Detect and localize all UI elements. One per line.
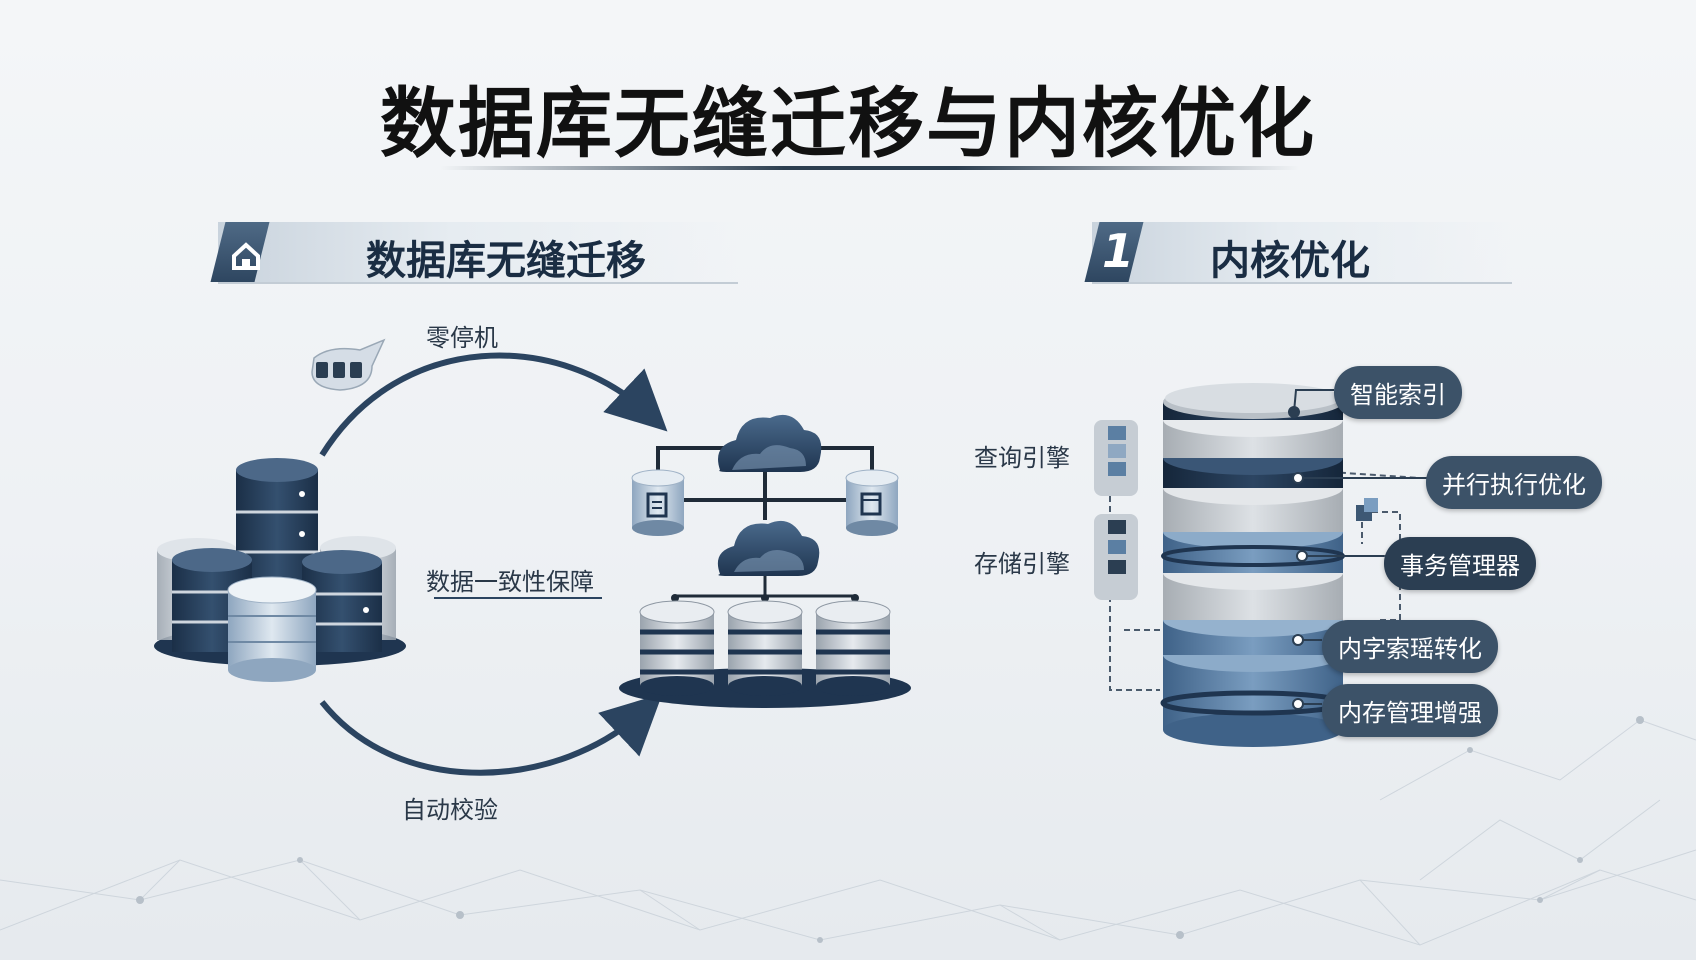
server-node-right [845, 469, 899, 536]
chat-bubble-icon [311, 338, 386, 391]
callout-memory-conversion: 内字索瑶转化 [1322, 620, 1498, 673]
cloud-icon [717, 520, 820, 576]
storage-engine-block [1094, 514, 1138, 600]
kernel-section-banner: 1 内核优化 [1084, 222, 1512, 284]
callout-transaction-manager: 事务管理器 [1384, 537, 1536, 590]
kernel-section-title: 内核优化 [1210, 238, 1370, 284]
kernel-stack [1160, 383, 1346, 747]
auto-verify-label: 自动校验 [402, 796, 498, 824]
callout-smart-index: 智能索引 [1334, 366, 1462, 419]
cloud-network [631, 414, 899, 536]
home-icon [232, 242, 260, 270]
bottom-arc-arrow [319, 693, 663, 776]
callout-memory-management: 内存管理增强 [1322, 684, 1498, 737]
migration-section-banner: 数据库无缝迁移 [210, 222, 738, 284]
storage-engine-label: 存储引擎 [974, 550, 1070, 578]
server-node-left [631, 469, 685, 536]
db-cylinder [815, 600, 891, 696]
target-database-cluster [619, 520, 911, 708]
cube-icon [1356, 498, 1378, 521]
callout-parallel-execution: 并行执行优化 [1426, 456, 1602, 509]
top-arc-arrow [319, 352, 668, 457]
migration-section-title: 数据库无缝迁移 [366, 238, 646, 284]
db-cylinder [727, 600, 803, 696]
db-cylinder [639, 600, 715, 696]
cloud-icon [718, 414, 822, 472]
title-underline [440, 166, 1300, 170]
zero-downtime-label: 零停机 [426, 324, 498, 352]
query-engine-label: 查询引擎 [974, 444, 1070, 472]
page-title: 数据库无缝迁移与内核优化 [380, 79, 1316, 168]
source-database-cluster [154, 458, 406, 682]
section-number: 1 [1102, 224, 1135, 278]
data-consistency-label: 数据一致性保障 [426, 568, 594, 596]
query-engine-block [1094, 420, 1138, 496]
